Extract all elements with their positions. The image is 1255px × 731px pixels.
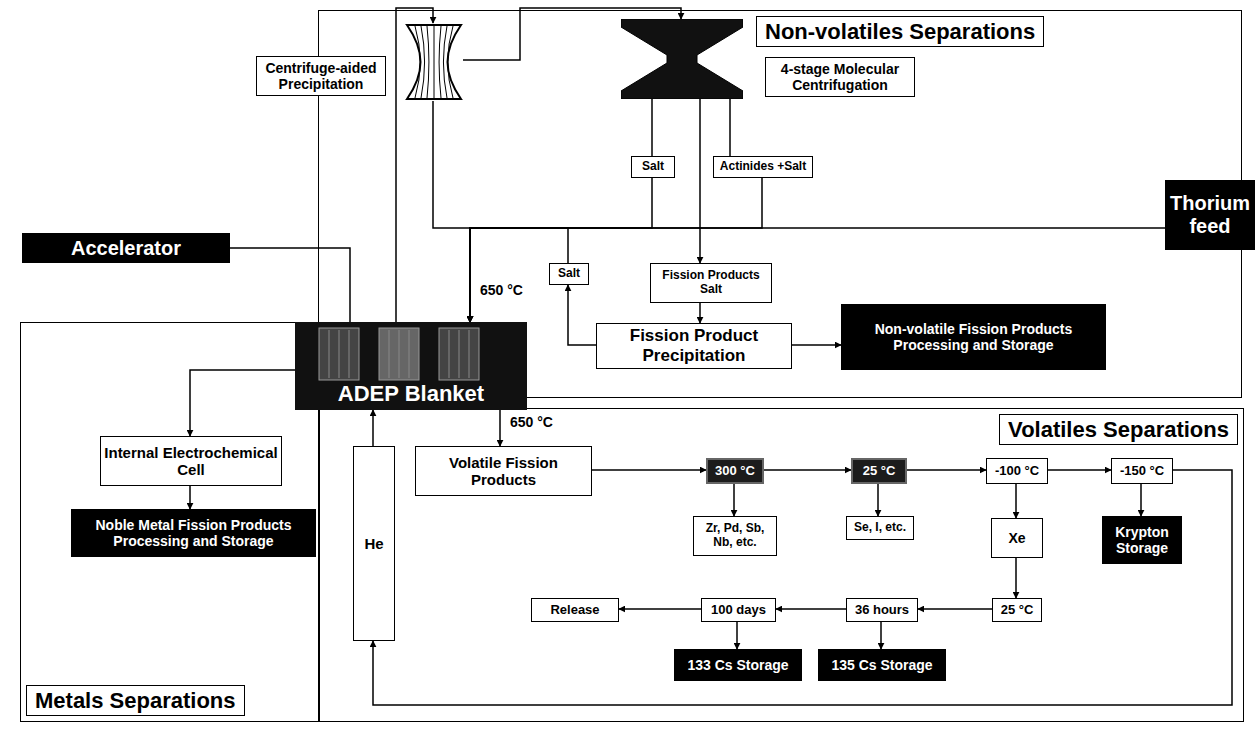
node-text: Se, I, etc. [854,521,906,535]
storage-box: Accelerator [22,233,230,263]
storage-box: Krypton Storage [1102,516,1182,564]
node-text: ADEP Blanket [338,381,484,406]
storage-box: Noble Metal Fission Products Processing … [71,509,316,557]
storage-box: Non-volatile Fission Products Processing… [841,304,1106,370]
node-text: 25 °C [863,464,896,479]
process-box: Se, I, etc. [846,516,914,540]
flow-connector [470,178,652,322]
centrifuge-icon: Centrifuge-aided Precipitation [405,23,463,101]
process-box: Fission Product Precipitation [596,323,792,369]
node-text: Fission Product Precipitation [600,326,788,365]
node-text: Release [550,603,599,618]
node-text: Salt [642,160,664,174]
process-box: Zr, Pd, Sb, Nb, etc. [693,516,777,556]
section-region: Internal Electrochemical CellNoble Metal… [20,322,320,722]
node-text: Non-volatile Fission Products Processing… [846,321,1101,353]
node-text: Zr, Pd, Sb, Nb, etc. [697,522,773,550]
process-box: He [353,446,395,641]
flow-connector [764,469,851,471]
flow-connector [918,608,992,610]
flow-connector [189,486,191,509]
flow-connector [736,622,738,649]
flow-connector [592,469,706,471]
flow-connector [1015,484,1017,518]
region-heading: Volatiles Separations [999,414,1238,445]
process-box: Internal Electrochemical Cell [100,436,282,486]
stream-box: Fission Products Salt [650,263,772,303]
node-text: Volatile Fission Products [419,454,588,489]
process-box: 36 hours [846,598,918,622]
flow-connector [230,248,350,322]
centrifuge-drawing [405,23,463,101]
flow-connector [1048,469,1111,471]
node-text: 133 Cs Storage [687,657,788,673]
flow-connector [1140,484,1142,516]
stream-box: Salt [549,263,589,285]
flow-connector [568,285,596,345]
region-heading: Non-volatiles Separations [756,16,1044,47]
flow-connector [729,99,731,156]
flow-connector [499,410,501,446]
flow-connector [190,370,295,436]
molecular-centrifuge-drawing [621,19,743,99]
node-text: Xe [1008,530,1025,546]
molecular-centrifuge-icon: 4-stage Molecular Centrifugation [621,19,743,99]
node-text: 135 Cs Storage [831,657,932,673]
node-text: Accelerator [71,237,181,260]
unit-label: Centrifuge-aided Precipitation [256,56,386,96]
node-text: Thorium feed [1170,192,1250,238]
flow-connector [373,470,1232,705]
process-box: 100 days [701,598,776,622]
unit-label: 4-stage Molecular Centrifugation [765,57,915,97]
region-heading: Metals Separations [26,685,245,716]
node-text: 25 °C [1001,603,1034,618]
flow-connector [907,469,986,471]
flow-connector [651,99,653,156]
flow-connector [733,484,735,516]
stream-box: Actinides +Salt [713,156,813,178]
process-box: -150 °C [1111,458,1173,484]
flow-connector [619,608,701,610]
storage-box: 135 Cs Storage [818,649,946,681]
process-box: Xe [991,518,1043,558]
blanket-box: ADEP Blanket [295,322,527,410]
flow-connector [699,303,701,323]
node-text: Salt [558,267,580,281]
feed-box: Thorium feed [1165,180,1255,250]
section-region: He Volatile Fission Products 300 °C 25 °C -1… [318,408,1244,722]
process-box: 25 °C [992,598,1042,622]
process-box: -100 °C [986,458,1048,484]
node-text: 300 °C [715,464,755,479]
flow-connector [877,484,879,516]
node-text: Krypton Storage [1107,524,1177,556]
flow-connector [792,344,841,346]
flow-connector [880,622,882,649]
flow-connector [776,608,846,610]
stage-box: 300 °C [706,458,764,484]
flow-connector [433,101,470,322]
node-text: Fission Products Salt [654,269,768,297]
storage-box: 133 Cs Storage [674,649,802,681]
node-text: -150 °C [1120,464,1164,479]
stage-box: 25 °C [851,458,907,484]
flow-connector [372,410,374,446]
temperature-label: 650 °C [478,282,525,298]
temperature-label: 650 °C [508,414,555,430]
node-text: He [364,535,383,552]
node-text: 100 days [711,603,766,618]
flow-connector [1015,558,1017,598]
process-box: Release [531,598,619,622]
node-text: Internal Electrochemical Cell [104,444,278,479]
node-text: 36 hours [855,603,909,618]
process-box: Volatile Fission Products [415,446,592,496]
stream-box: Salt [631,156,675,178]
node-text: Noble Metal Fission Products Processing … [76,517,311,549]
flow-connector [699,99,701,263]
node-text: -100 °C [995,464,1039,479]
node-text: Actinides +Salt [720,160,806,174]
